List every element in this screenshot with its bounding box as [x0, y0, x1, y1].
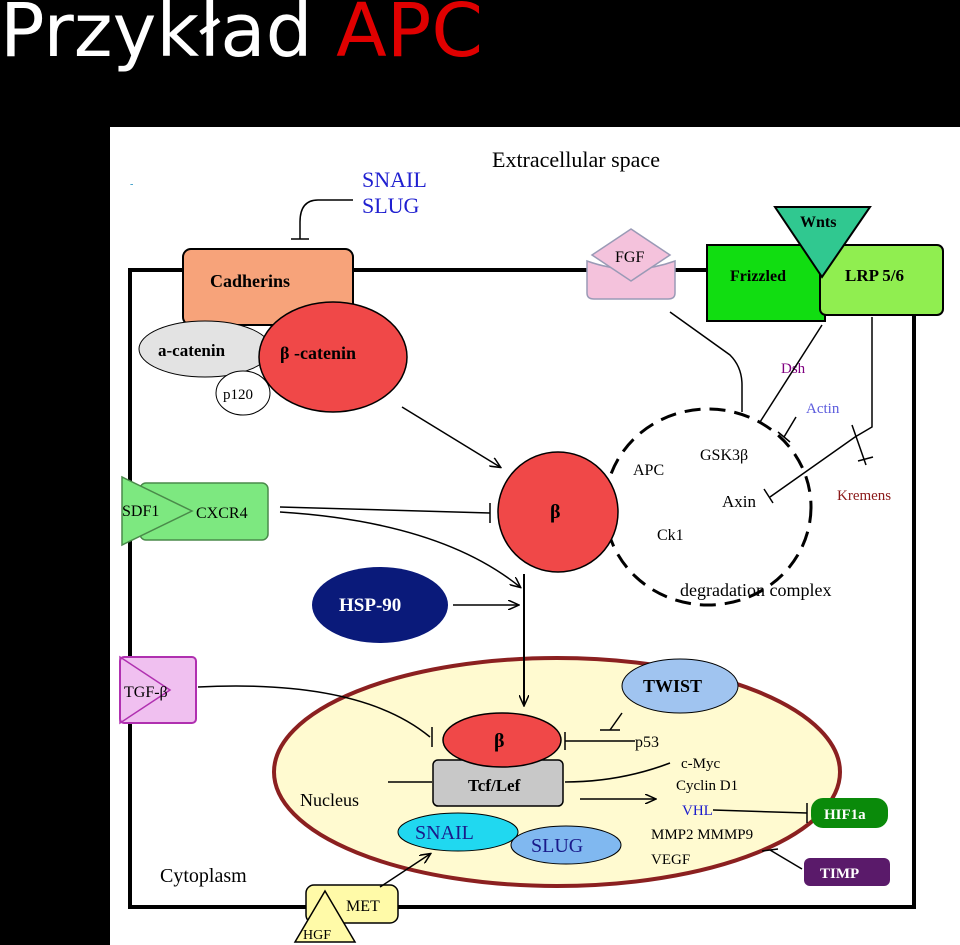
catenin-to-beta-arrow [401, 406, 500, 467]
tcf-label: Tcf/Lef [468, 776, 521, 795]
fgf-ligand [590, 228, 672, 282]
wnts-ligand [773, 206, 872, 279]
ck1-label: Ck1 [657, 527, 684, 544]
timp-label: TIMP [820, 866, 859, 882]
slide-title: Przykład APC [0, 0, 483, 76]
frizzled-dsh-line [759, 324, 823, 423]
met-label: MET [346, 898, 380, 915]
tgf-ligand [119, 655, 172, 725]
axin-inhibit-bar [763, 488, 774, 504]
degradation-complex [603, 407, 813, 607]
cxcr4-inhibit-line [279, 506, 491, 514]
snail-nucleus-node [397, 812, 519, 852]
sdf1-label: SDF1 [122, 503, 159, 520]
degradation-label: degradation complex [680, 580, 831, 600]
slug-top-label: SLUG [362, 193, 420, 218]
timp-inhibit-line [769, 849, 803, 870]
mmp-label: MMP2 MMMP9 [651, 827, 753, 843]
kremens-link [851, 424, 867, 466]
timp-inhibit-bar [761, 848, 779, 852]
hif-label: HIF1a [824, 807, 866, 823]
extracellular-label: Extracellular space [492, 147, 660, 172]
wnts-label: Wnts [800, 214, 836, 231]
title-highlight: APC [336, 0, 484, 74]
lrp-axin-line [769, 317, 873, 498]
kremens-bar [857, 456, 874, 462]
fgf-line [669, 311, 743, 412]
cxcr4-arrow [279, 511, 520, 587]
beta-nucleus-node [442, 712, 562, 768]
snail-nucleus-label: SNAIL [415, 822, 474, 844]
cmyc-label: c-Myc [681, 756, 720, 772]
beta-catenin-node [258, 301, 408, 413]
p53-label: p53 [635, 734, 659, 751]
tgf-label: TGF-β [124, 684, 168, 701]
beta-catenin-label: β -catenin [280, 343, 356, 363]
nucleus-label: Nucleus [300, 790, 359, 810]
vhl-inhibit-line [712, 809, 808, 814]
sdf1-ligand [121, 475, 194, 547]
lrp-label: LRP 5/6 [845, 266, 904, 285]
p120-label: p120 [223, 387, 253, 403]
vhl-label: VHL [682, 803, 713, 819]
actin-bar [777, 431, 791, 443]
kremens-label: Kremens [837, 488, 891, 504]
lrp-box [819, 244, 944, 316]
hsp90-node [312, 567, 448, 643]
snail-top-label: SNAIL [362, 167, 427, 192]
gsk3b-label: GSK3β [700, 447, 748, 464]
twist-label: TWIST [643, 676, 702, 696]
title-prefix: Przykład [0, 0, 313, 74]
actin-link [783, 416, 797, 438]
snail-inhibit-line [299, 199, 353, 239]
signaling-diagram: Extracellular space - SNAIL SLUG Cadheri… [110, 127, 960, 945]
hgf-label: HGF [303, 928, 331, 943]
diagram-svg: Extracellular space - SNAIL SLUG Cadheri… [119, 147, 944, 943]
met-snail-arrow [379, 854, 430, 888]
beta-center-label: β [550, 501, 561, 523]
cell-membrane [128, 268, 916, 909]
slug-nucleus-node [510, 825, 622, 865]
a-catenin-label: a-catenin [158, 341, 226, 360]
apc-label: APC [633, 462, 664, 479]
cadherins-label: Cadherins [210, 271, 290, 291]
cxcr4-label: CXCR4 [196, 505, 248, 522]
twist-node [621, 658, 739, 714]
vegf-label: VEGF [651, 852, 690, 868]
p120-node [215, 370, 271, 416]
beta-nucleus-label: β [494, 730, 505, 752]
cyclin-label: Cyclin D1 [676, 778, 738, 794]
frizzled-label: Frizzled [730, 268, 786, 285]
hgf-ligand [293, 889, 357, 943]
actin-label: Actin [806, 401, 840, 417]
stray-mark: - [130, 179, 133, 190]
axin-label: Axin [722, 492, 757, 511]
tgf-inhibit-line [197, 685, 431, 738]
twist-inhibit-line [609, 712, 623, 731]
fgf-label: FGF [615, 249, 644, 266]
beta-center-node [497, 451, 619, 573]
hsp90-label: HSP-90 [339, 595, 401, 616]
slug-nucleus-label: SLUG [531, 835, 583, 857]
timp-node [804, 858, 890, 886]
hif-node [811, 798, 888, 828]
tcf-gene-line [564, 762, 671, 783]
cytoplasm-label: Cytoplasm [160, 865, 247, 887]
